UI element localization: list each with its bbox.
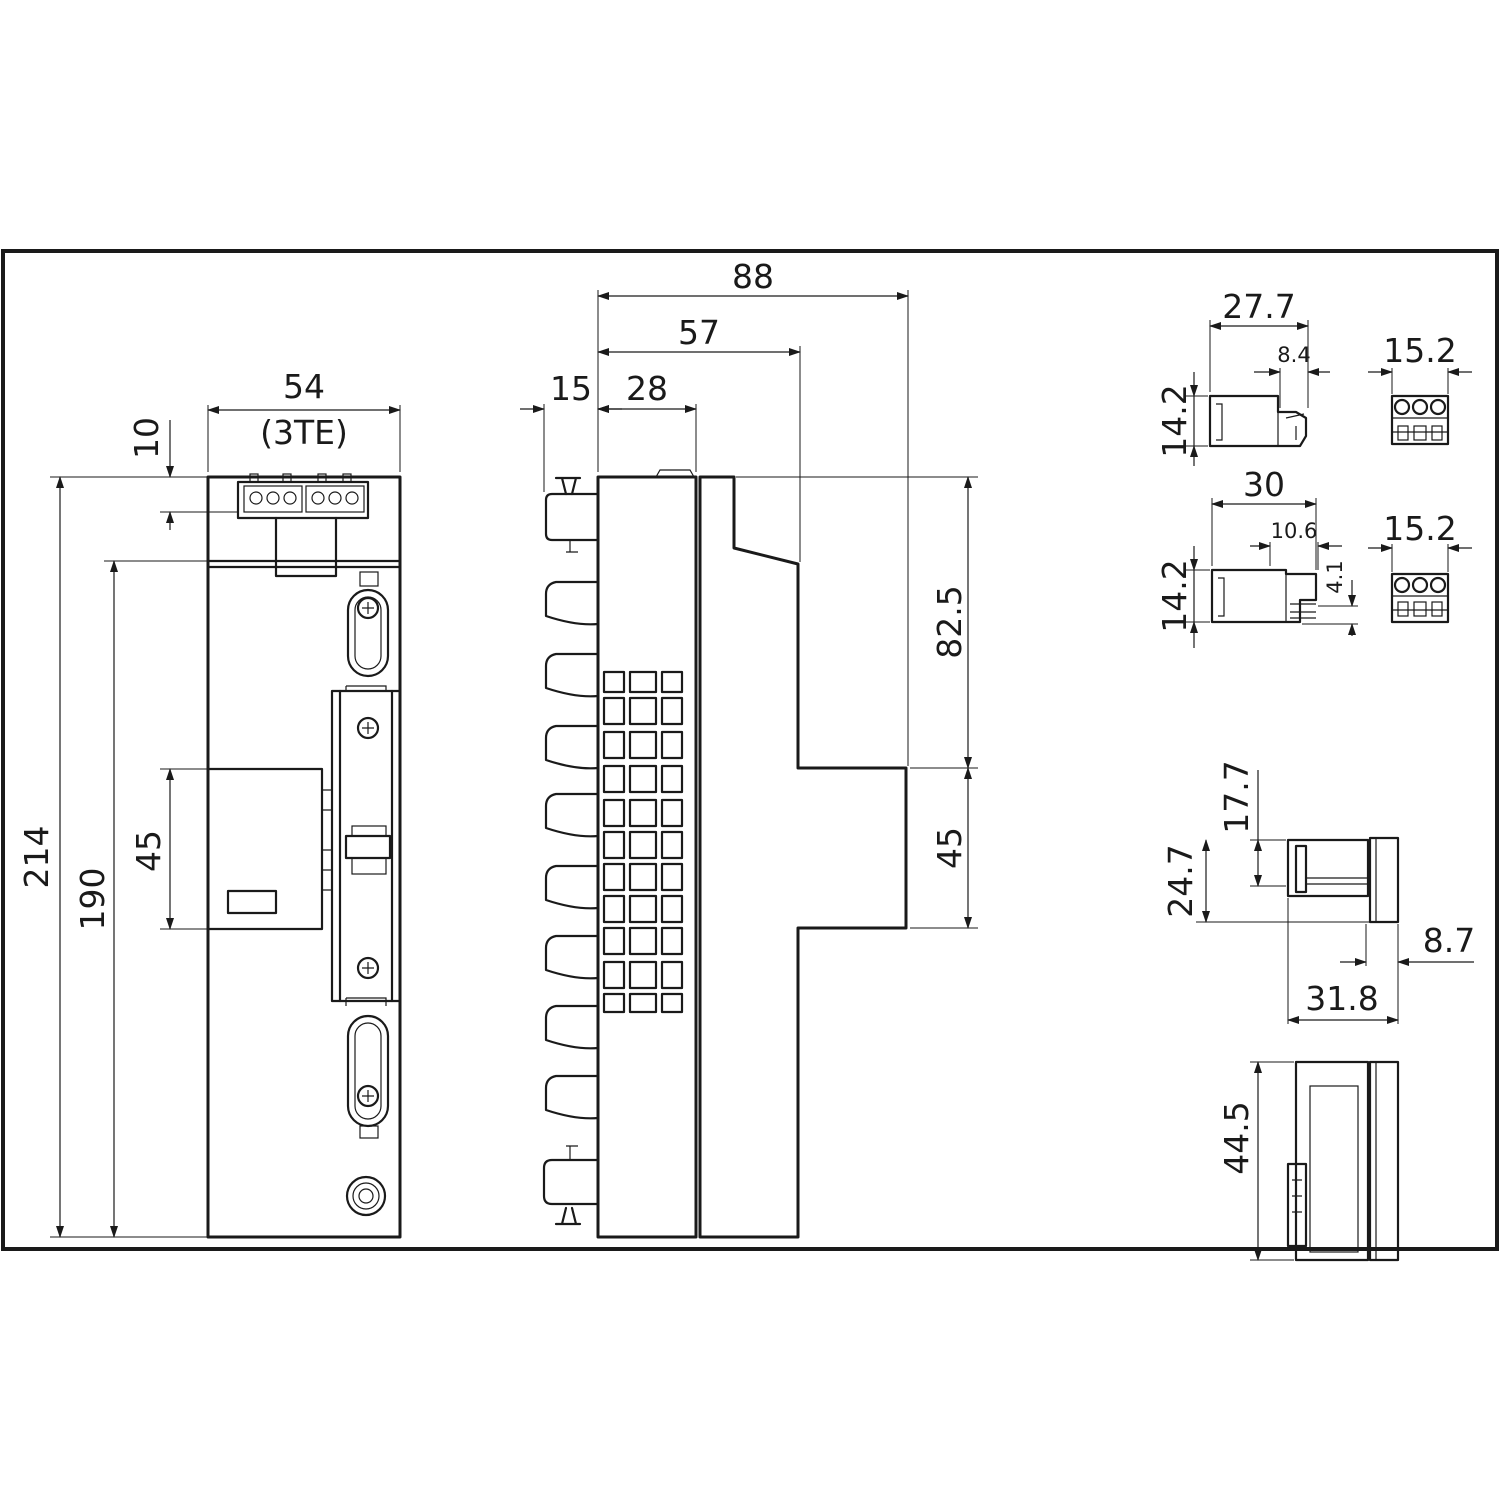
- dim-c2-pin-height: 4.1: [1323, 560, 1347, 593]
- module-side-view: [1286, 1060, 1400, 1262]
- front-terminal-block: [236, 473, 370, 520]
- dim-c1-height: 14.2: [1155, 384, 1194, 457]
- front-slot-top: [346, 571, 390, 678]
- dim-module-length: 31.8: [1305, 979, 1378, 1018]
- module-dimensions: [1196, 770, 1474, 1261]
- dim-front-top-offset: 10: [127, 417, 166, 459]
- connector-1-side: [1208, 394, 1308, 448]
- dim-c2-pin: 10.6: [1271, 519, 1318, 543]
- front-slot-bottom: [346, 1014, 390, 1139]
- dim-c1-pin: 8.4: [1277, 343, 1310, 367]
- dim-side-depth-rail: 15: [550, 369, 592, 408]
- dim-side-depth-mid: 57: [678, 313, 720, 352]
- dim-module-offset: 8.7: [1423, 921, 1475, 960]
- dim-front-width-note: (3TE): [260, 413, 348, 452]
- drawing-frame: [1, 249, 1499, 1251]
- dim-side-lower-height: 45: [930, 827, 969, 869]
- side-dimensions: [520, 290, 978, 929]
- side-view: [542, 469, 908, 1239]
- front-view: [206, 473, 402, 1239]
- connector-2-front: [1390, 572, 1450, 624]
- side-rail-clip-top: [544, 476, 600, 553]
- dim-module-height-inner: 17.7: [1217, 760, 1256, 833]
- dim-front-window-height: 45: [129, 830, 168, 872]
- connector-2-dimensions: [1186, 498, 1472, 648]
- module-top-view: [1286, 836, 1400, 924]
- dim-module-side-height: 44.5: [1217, 1101, 1256, 1174]
- side-vent-grid: [602, 670, 684, 1014]
- dim-c2-height: 14.2: [1155, 559, 1194, 632]
- side-fins: [544, 580, 600, 1120]
- front-breaker: [322, 685, 402, 1006]
- connector-2-side: [1210, 568, 1318, 624]
- side-rail-clip-bottom: [542, 1145, 600, 1226]
- dim-c1-width: 27.7: [1222, 287, 1295, 326]
- dim-side-depth-total: 88: [732, 257, 774, 296]
- dim-front-inner-height: 190: [73, 868, 112, 931]
- dim-front-total-height: 214: [17, 826, 56, 889]
- dim-c1-front-width: 15.2: [1383, 331, 1456, 370]
- dim-side-upper-height: 82.5: [930, 585, 969, 658]
- front-dimensions: [50, 405, 401, 1238]
- dimension-labels: 54 (3TE) 10 214 190 45 88 57 15 28 82.5 …: [17, 257, 1475, 1175]
- front-window: [206, 767, 324, 931]
- dim-c2-width: 30: [1243, 465, 1285, 504]
- connector-1-front: [1390, 394, 1450, 446]
- dim-side-depth-front: 28: [626, 369, 668, 408]
- connector-1-dimensions: [1186, 320, 1472, 466]
- dim-front-width: 54: [283, 367, 325, 406]
- dim-c2-front-width: 15.2: [1383, 509, 1456, 548]
- front-knob: [345, 1175, 387, 1217]
- dim-module-height-outer: 24.7: [1161, 844, 1200, 917]
